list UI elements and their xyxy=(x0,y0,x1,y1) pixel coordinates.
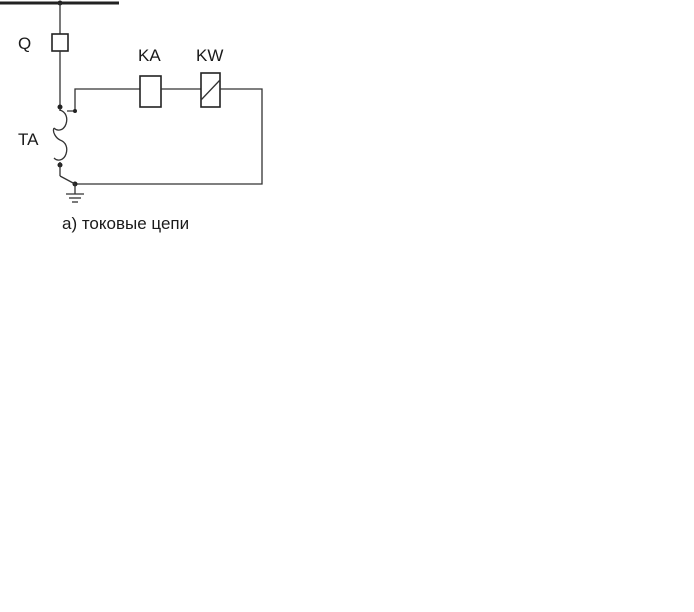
power-relay-kw-label: KW xyxy=(196,46,223,65)
secondary-wire-return xyxy=(75,88,263,185)
ct-top-terminal-dot xyxy=(57,104,63,110)
current-relay-ka-symbol xyxy=(139,75,162,108)
current-relay-ka-label: KA xyxy=(138,46,161,65)
breaker-q-symbol xyxy=(51,33,69,52)
ground-link-wire xyxy=(59,175,76,185)
transformer-ta-label: TA xyxy=(18,130,39,149)
current-transformer-ta-symbol xyxy=(52,109,68,161)
secondary-wire-top-left xyxy=(67,88,140,112)
diagram-caption: а) токовые цепи xyxy=(62,214,189,233)
power-relay-kw-diagonal xyxy=(200,79,221,101)
breaker-q-label: Q xyxy=(18,34,31,53)
secondary-top-node-dot xyxy=(73,109,77,113)
